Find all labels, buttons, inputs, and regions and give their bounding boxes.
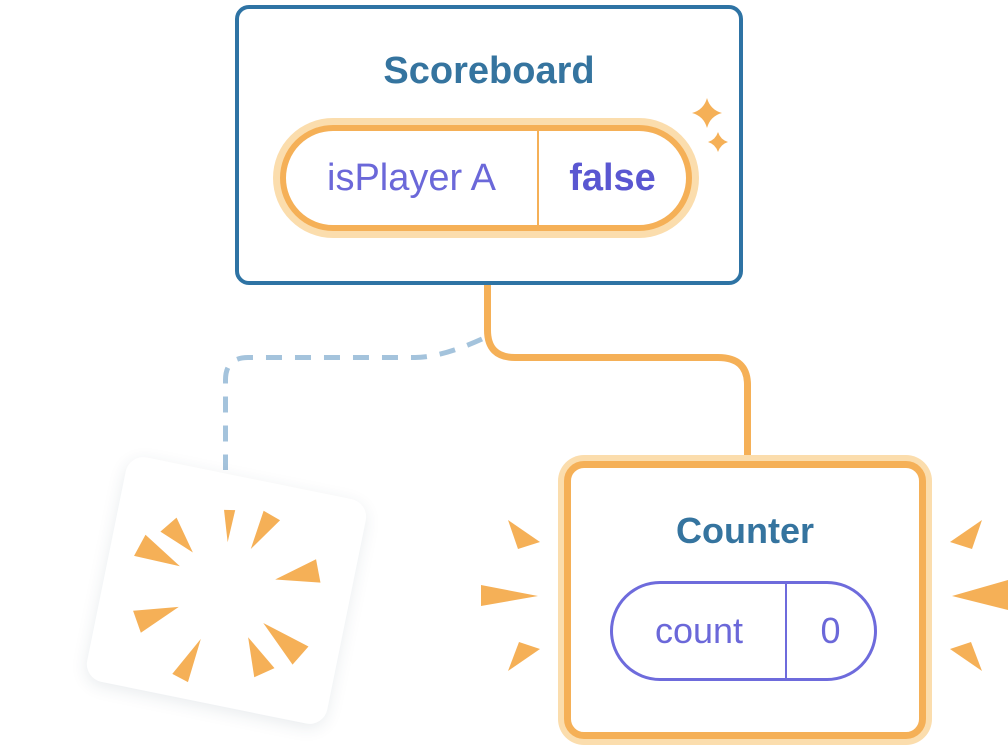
scoreboard-state-value: false (569, 156, 656, 199)
counter-state-value: 0 (820, 610, 841, 651)
scoreboard-title: Scoreboard (383, 50, 595, 92)
sparkle-icon (692, 98, 728, 152)
connector-scoreboard-counter (484, 284, 751, 462)
pill-divider (785, 584, 787, 678)
burst-rays-right-icon (950, 520, 1008, 671)
counter-state-pill: count 0 (610, 581, 877, 681)
scoreboard-node: Scoreboard isPlayer A false (235, 5, 743, 285)
burst-rays-left-icon (481, 520, 540, 671)
scoreboard-state-pill: isPlayer A false (280, 125, 692, 231)
counter-node: Counter count 0 (564, 461, 926, 739)
scoreboard-state-key: isPlayer A (327, 156, 496, 199)
counter-state-key: count (654, 610, 744, 651)
destroyed-burst-icon (133, 509, 321, 683)
counter-title: Counter (676, 510, 814, 551)
pill-divider (537, 131, 539, 225)
connector-scoreboard-removed (223, 336, 484, 470)
removed-component-card (83, 453, 370, 728)
